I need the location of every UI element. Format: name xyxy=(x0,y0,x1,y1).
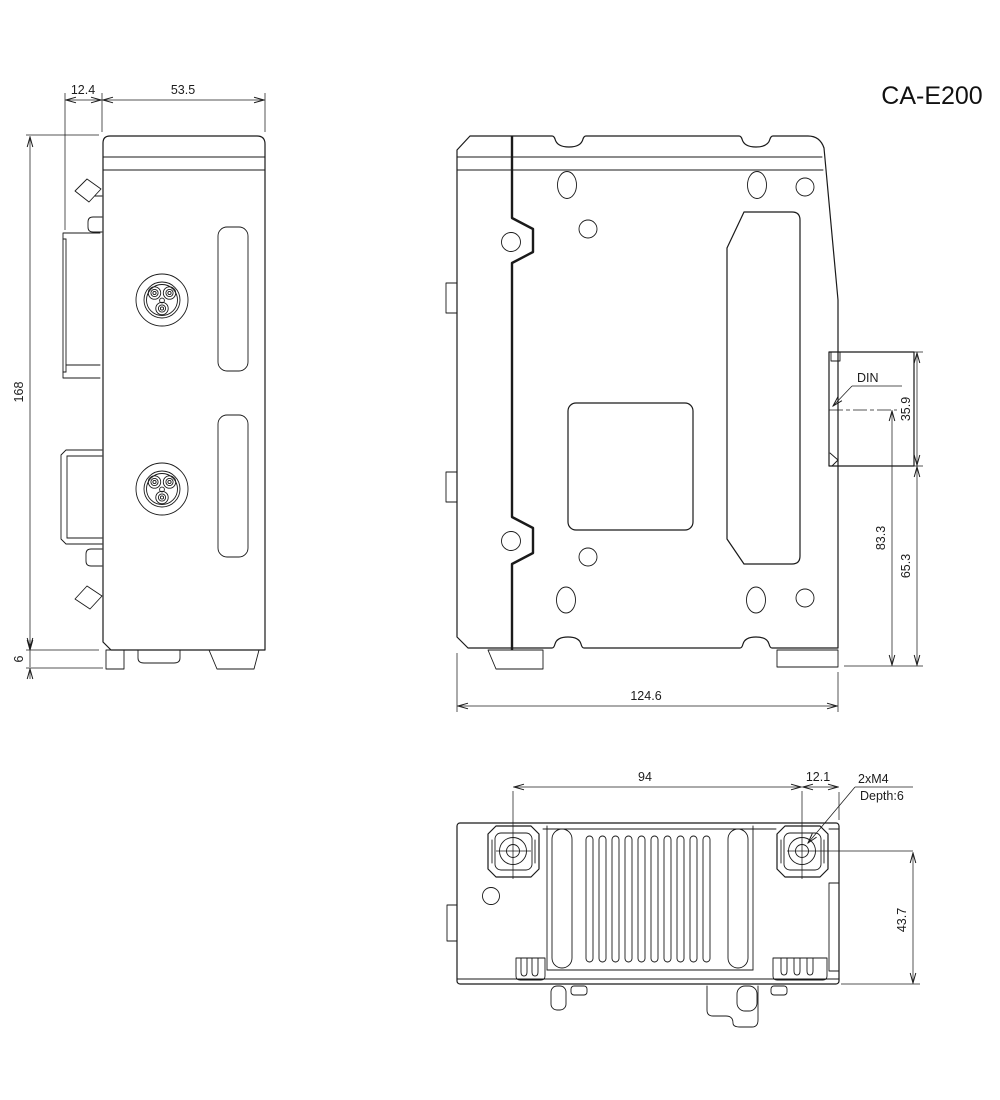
release-lever-lower xyxy=(74,585,103,610)
heatsink-channel-right xyxy=(727,828,749,969)
bump-right xyxy=(770,985,788,996)
dim-foot-height: 6 xyxy=(12,655,26,662)
din-label: DIN xyxy=(833,371,902,406)
din-clip-upper xyxy=(62,232,101,379)
side-foot-1 xyxy=(105,649,125,670)
side-view: 12.4 53.5 168 6 xyxy=(12,83,266,679)
circular-connector-upper xyxy=(135,273,189,327)
keyhole-slot-bottom-right xyxy=(746,586,766,614)
bottom-view-dimensions: 94 12.1 2xM4 Depth:6 43.7 xyxy=(512,770,920,985)
side-view-dimensions: 12.4 53.5 168 6 xyxy=(12,83,266,679)
side-vent-slot-lower xyxy=(217,414,249,558)
latch-tab-upper xyxy=(87,216,103,233)
hole-bottom-right xyxy=(795,588,815,608)
thread-callout: 2xM4 Depth:6 xyxy=(808,772,913,843)
rear-foot-right xyxy=(776,649,839,668)
drawing-title: CA-E200 xyxy=(881,82,982,110)
comb-right xyxy=(772,957,828,981)
mounting-boss-right xyxy=(776,825,829,878)
heatsink xyxy=(546,825,754,971)
dim-block-to-base: 65.3 xyxy=(899,554,913,578)
side-foot-2 xyxy=(137,649,181,664)
rear-view-dimensions: 124.6 35.9 65.3 83.3 xyxy=(456,351,923,712)
keyhole-slot-top-left xyxy=(557,171,577,199)
bottom-right-plate xyxy=(828,882,840,972)
rear-edge-hole-upper xyxy=(501,232,521,252)
dim-body-width: 53.5 xyxy=(171,83,195,97)
rear-foot-left xyxy=(487,649,544,670)
rear-edge-hole-lower xyxy=(501,531,521,551)
circular-connector-lower xyxy=(135,462,189,516)
hole-lower-left xyxy=(578,547,598,567)
rear-square-cutout xyxy=(567,402,694,531)
peg-left xyxy=(550,985,567,1011)
bottom-body-outline xyxy=(456,822,840,985)
thread-label: 2xM4 xyxy=(858,772,889,786)
dim-hole-spacing: 94 xyxy=(638,770,652,784)
rear-view: DIN 124.6 35.9 65.3 83.3 xyxy=(445,135,923,712)
dim-din-to-base: 83.3 xyxy=(874,526,888,550)
dim-body-height: 168 xyxy=(12,382,26,403)
heatsink-channel-left xyxy=(551,828,573,969)
hole-top-right xyxy=(795,177,815,197)
dim-clip-width: 12.4 xyxy=(71,83,95,97)
din-foot xyxy=(706,985,759,1028)
rear-folded-edge xyxy=(510,136,535,650)
dim-depth: 43.7 xyxy=(895,908,909,932)
latch-tab-lower xyxy=(85,548,103,567)
left-edge-tab-upper xyxy=(445,282,458,314)
left-edge-tab-lower xyxy=(445,471,458,503)
dim-din-height: 35.9 xyxy=(899,397,913,421)
din-label-text: DIN xyxy=(857,371,879,385)
hole-upper-left xyxy=(578,219,598,239)
bottom-view: 94 12.1 2xM4 Depth:6 43.7 xyxy=(446,770,920,1028)
keyhole-slot-top-right xyxy=(747,171,767,199)
release-lever-upper xyxy=(74,178,103,203)
side-body-outline xyxy=(102,135,266,651)
rear-body-outline xyxy=(456,135,839,649)
bump-left xyxy=(570,985,588,996)
bottom-left-tab xyxy=(446,904,458,942)
thread-depth-label: Depth:6 xyxy=(860,789,904,803)
rear-right-slot xyxy=(726,211,801,565)
din-foot-peg xyxy=(736,985,758,1012)
keyhole-slot-bottom-left xyxy=(556,586,576,614)
comb-left xyxy=(515,957,546,981)
mounting-boss-left xyxy=(487,825,540,878)
dim-hole-to-edge: 12.1 xyxy=(806,770,830,784)
heatsink-fins xyxy=(585,835,711,963)
side-vent-slot-upper xyxy=(217,226,249,372)
side-foot-3 xyxy=(208,649,260,670)
bottom-small-hole xyxy=(482,887,500,905)
dim-rear-width: 124.6 xyxy=(630,689,661,703)
din-clip-lower xyxy=(60,449,103,545)
